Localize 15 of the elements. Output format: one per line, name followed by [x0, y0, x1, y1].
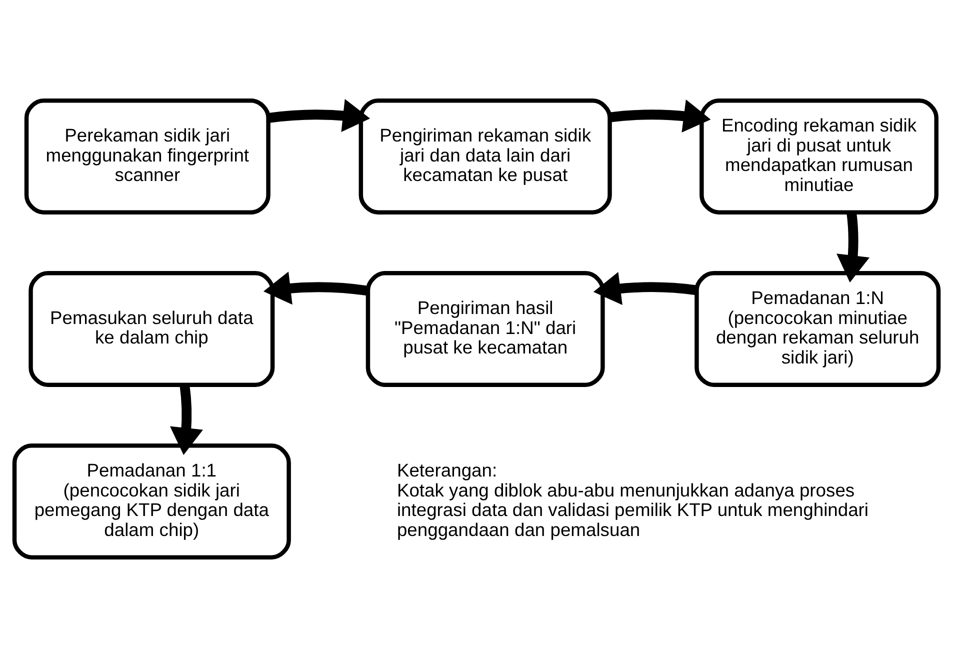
arrow — [170, 384, 204, 455]
node-box: Pemadanan 1:N (pencocokan minutiae dengan rekaman seluruh sidik jari) — [694, 271, 941, 387]
arrow — [836, 212, 870, 282]
arrow — [609, 100, 711, 132]
arrow — [268, 99, 370, 132]
arrow — [263, 272, 369, 305]
arrow — [593, 272, 697, 305]
node-box: Pemadanan 1:1 (pencocokan sidik jari pemegang KTP dengan data dalam chip) — [12, 444, 291, 560]
node-box: Pengiriman hasil "Pemadanan 1:N" dari pusat ke kecamatan — [366, 271, 605, 387]
node-box: Pengiriman rekaman sidik jari dan data lain dari kecamatan ke pusat — [358, 98, 612, 214]
node-box: Pemasukan seluruh data ke dalam chip — [28, 271, 275, 387]
label: Keterangan: — [396, 460, 498, 481]
node-box: Encoding rekaman sidik jari di pusat untuk mendapatkan rumusan minutiae — [700, 98, 938, 214]
label: Kotak yang diblok abu-abu menunjukkan adanya proses integrasi data dan validasi pemilik KTP untuk menghindari penggandaan dan pemalsuan — [396, 479, 869, 540]
node-box: Perekaman sidik jari menggunakan fingerprint scanner — [24, 98, 270, 214]
